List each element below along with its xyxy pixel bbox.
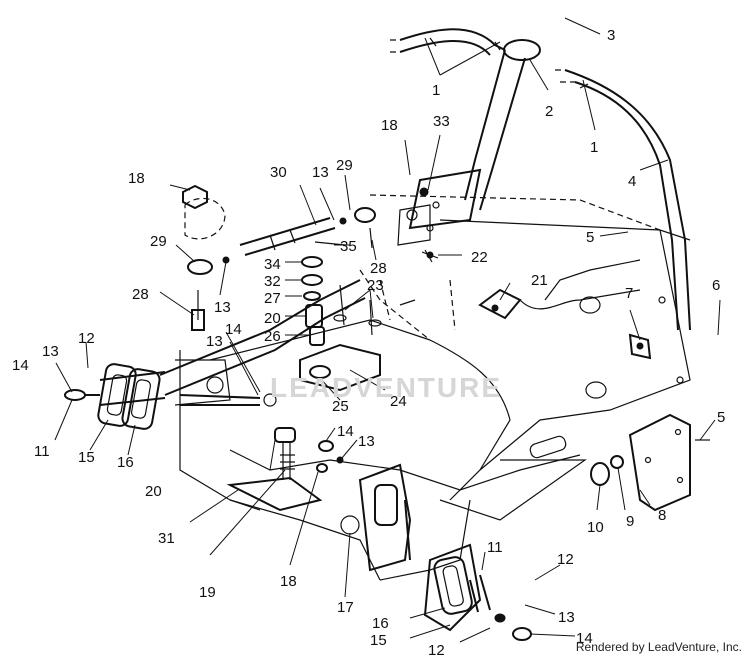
- callout-11: 11: [34, 443, 50, 460]
- callout-28: 28: [370, 260, 387, 277]
- watermark: LEADVENTURE: [270, 372, 503, 403]
- callout-20: 20: [145, 483, 162, 500]
- callout-25: 25: [332, 398, 349, 415]
- callout-13: 13: [214, 299, 231, 316]
- callout-21: 21: [531, 272, 548, 289]
- small-brackets: [399, 251, 652, 360]
- callout-30: 30: [270, 164, 287, 181]
- callout-14: 14: [337, 423, 354, 440]
- spindle-washer-stack: [182, 184, 382, 392]
- callout-7: 7: [625, 285, 633, 302]
- callout-9: 9: [626, 513, 634, 530]
- callout-18: 18: [280, 573, 297, 590]
- callout-32: 32: [264, 273, 281, 290]
- callout-3: 3: [607, 27, 615, 44]
- callout-12: 12: [78, 330, 95, 347]
- callout-23: 23: [367, 277, 384, 294]
- callout-4: 4: [628, 173, 636, 190]
- callout-13: 13: [358, 433, 375, 450]
- front-lever-assembly: [340, 463, 532, 641]
- steering-bracket: [397, 168, 482, 263]
- callout-1: 1: [590, 139, 598, 156]
- callout-19: 19: [199, 584, 216, 601]
- callout-10: 10: [587, 519, 604, 536]
- callout-18: 18: [128, 170, 145, 187]
- callout-27: 27: [264, 290, 281, 307]
- callout-34: 34: [264, 256, 281, 273]
- callout-22: 22: [471, 249, 488, 266]
- callout-20: 20: [264, 310, 281, 327]
- render-credit: Rendered by LeadVenture, Inc.: [575, 640, 742, 654]
- callout-12: 12: [557, 551, 574, 568]
- callout-5: 5: [717, 409, 725, 426]
- steering-handlebar: [390, 28, 691, 331]
- callout-14: 14: [12, 357, 29, 374]
- right-plate: [590, 413, 710, 512]
- callout-13: 13: [42, 343, 59, 360]
- leader-lines: [54, 17, 721, 643]
- callout-29: 29: [150, 233, 167, 250]
- callout-31: 31: [158, 530, 175, 547]
- callout-29: 29: [336, 157, 353, 174]
- callout-1: 1: [432, 82, 440, 99]
- callout-5: 5: [586, 229, 594, 246]
- callout-18: 18: [381, 117, 398, 134]
- callout-6: 6: [712, 277, 720, 294]
- callout-labels: 1 1 2 3 4 5 5 6 7 8 9 10 11 11 12 12 12 …: [12, 27, 725, 658]
- callout-15: 15: [78, 449, 95, 466]
- callout-28: 28: [132, 286, 149, 303]
- callout-16: 16: [117, 454, 134, 471]
- callout-26: 26: [264, 328, 281, 345]
- callout-13: 13: [312, 164, 329, 181]
- callout-13: 13: [206, 333, 223, 350]
- callout-24: 24: [390, 393, 407, 410]
- callout-17: 17: [337, 599, 354, 616]
- callout-8: 8: [658, 507, 666, 524]
- callout-35: 35: [340, 238, 357, 255]
- callout-16: 16: [372, 615, 389, 632]
- callout-2: 2: [545, 103, 553, 120]
- callout-11: 11: [487, 539, 503, 556]
- callout-33: 33: [433, 113, 450, 130]
- callout-15: 15: [370, 632, 387, 649]
- callout-13: 13: [558, 609, 575, 626]
- callout-14: 14: [225, 321, 242, 338]
- callout-14: 14: [576, 630, 593, 647]
- callout-12: 12: [428, 642, 445, 658]
